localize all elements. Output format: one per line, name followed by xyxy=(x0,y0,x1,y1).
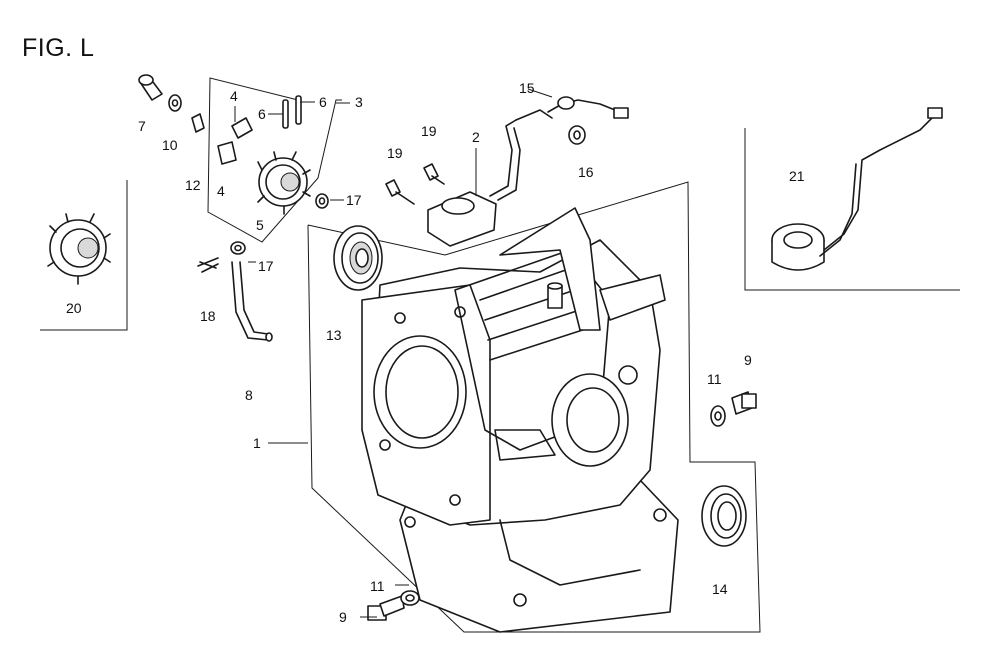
oil-seal-14 xyxy=(701,485,747,547)
washer-11-bottom xyxy=(400,590,420,606)
callout-18: 18 xyxy=(200,308,216,324)
callout-2: 2 xyxy=(472,129,480,145)
callout-3: 3 xyxy=(355,94,363,110)
callout-6-left: 6 xyxy=(258,106,266,122)
leader-lines xyxy=(234,88,553,618)
crankcase-body xyxy=(361,207,679,633)
gear-20 xyxy=(47,213,111,285)
washer-11-right xyxy=(710,405,726,427)
callout-1: 1 xyxy=(253,435,261,451)
bolt-19-lower xyxy=(385,179,415,205)
callout-19-lower: 19 xyxy=(387,145,403,161)
callout-17-lower: 17 xyxy=(258,258,274,274)
callout-4-upper: 4 xyxy=(230,88,238,104)
callout-14: 14 xyxy=(712,581,728,597)
callout-15: 15 xyxy=(519,80,535,96)
bearing-13 xyxy=(333,225,383,291)
callout-17-upper: 17 xyxy=(346,192,362,208)
cap-7 xyxy=(138,74,163,101)
oil-switch-2 xyxy=(427,109,553,247)
part-21-frame xyxy=(744,128,960,291)
crankcase-group-bracket xyxy=(307,181,761,633)
callout-5: 5 xyxy=(256,217,264,233)
callout-11-right: 11 xyxy=(707,371,722,387)
callout-9-right: 9 xyxy=(744,352,752,368)
callout-6-right: 6 xyxy=(319,94,327,110)
bolt-9-bottom xyxy=(367,595,405,621)
callout-9-bottom: 9 xyxy=(339,609,347,625)
bolt-19-upper xyxy=(423,163,445,185)
gear-5 xyxy=(257,151,311,215)
callout-16: 16 xyxy=(578,164,594,180)
wire-15 xyxy=(547,96,629,119)
callout-4-lower: 4 xyxy=(217,183,225,199)
oil-switch-21 xyxy=(771,107,943,271)
shaft-8 xyxy=(231,261,273,342)
callout-19-upper: 19 xyxy=(421,123,437,139)
pin-6-left xyxy=(282,99,289,129)
callout-20: 20 xyxy=(66,300,82,316)
washer-17-upper xyxy=(315,193,329,209)
callout-12: 12 xyxy=(185,177,201,193)
callout-7: 7 xyxy=(138,118,146,134)
washer-17-lower xyxy=(230,241,246,255)
grommet-16 xyxy=(568,125,586,145)
flyweight-4-upper xyxy=(231,117,253,139)
bolt-9-right xyxy=(731,391,757,415)
callout-13: 13 xyxy=(326,327,342,343)
callout-11-bottom: 11 xyxy=(370,578,385,594)
clip-12 xyxy=(191,113,205,133)
flyweight-4-lower xyxy=(217,141,237,165)
pin-6-right xyxy=(295,95,302,125)
callout-21: 21 xyxy=(789,168,805,184)
spring-18 xyxy=(197,257,219,273)
callout-8: 8 xyxy=(245,387,253,403)
callout-10: 10 xyxy=(162,137,178,153)
figure-title: FIG. L xyxy=(22,34,95,62)
part-20-frame xyxy=(40,180,128,331)
oil-pump-group-bracket xyxy=(207,77,342,243)
washer-10 xyxy=(168,94,182,112)
